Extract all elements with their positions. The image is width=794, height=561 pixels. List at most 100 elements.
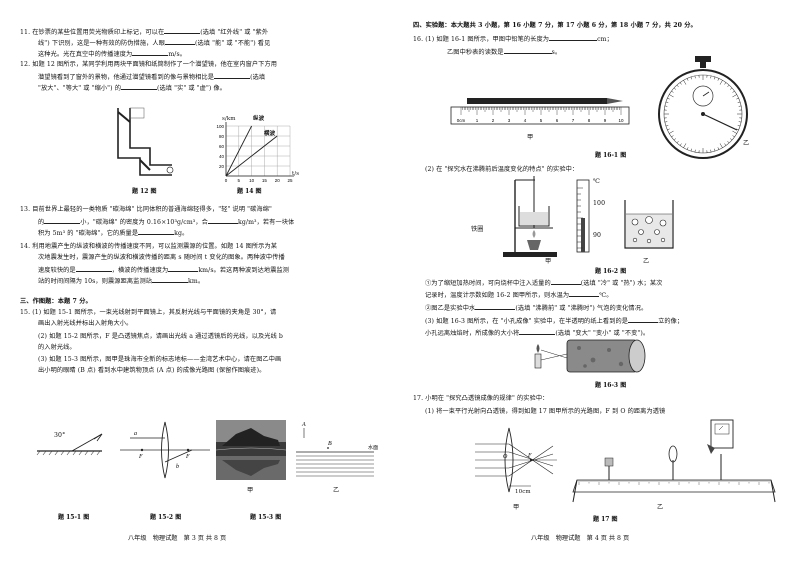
ruler-tick-label: 5 <box>540 118 543 123</box>
q14-line2: 次地震发生时，震源产生的纵波和横波传播的距离 s 随时间 t 变化的图象。两种波… <box>38 254 285 261</box>
q12-line3: "放大"、"等大" 或 "缩小") 的(选填 "实" 或 "虚") 像。 <box>38 85 227 92</box>
svg-text:A: A <box>301 422 306 428</box>
fig15-1-caption: 题 15-1 图 <box>58 514 90 521</box>
page-4-footer: 八年级 物理试题 第 4 页 共 8 页 <box>531 535 630 542</box>
fig14-xtick: 15 <box>262 178 268 183</box>
ruler-tick-label: 4 <box>524 118 527 123</box>
ruler-tick-label: 6 <box>556 118 559 123</box>
fig16-1-a-label: 甲 <box>527 134 534 141</box>
q12-line1: 12. 如题 12 图所示，某同学利用两块平面镜和纸筒制作了一个潜望镜，他在室内… <box>20 61 278 68</box>
svg-text:a: a <box>134 431 137 437</box>
svg-text:F: F <box>185 454 190 460</box>
fig14-caption: 题 14 图 <box>237 188 262 195</box>
q13-line1: 13. 目前世界上最轻的一类物质 "碳海绵" 比同体积的普通海绵轻得多，"轻" … <box>20 206 272 213</box>
fig15-1-mirror <box>36 433 103 456</box>
q15-line1: 15. (1) 如题 15-1 图所示，一束光线射到平面镜上，其反射光线与平面镜… <box>20 309 277 316</box>
fig15-3-a-label: 甲 <box>247 487 254 494</box>
fig14-yaxis-label: s/km <box>222 116 236 122</box>
fig17-caption: 题 17 图 <box>593 516 618 523</box>
fig16-1-caption: 题 16-1 图 <box>595 152 627 159</box>
optical-bench-figure <box>572 419 776 503</box>
fig14-xtick: 0 <box>225 178 228 183</box>
fig14-xaxis-label: t/s <box>292 171 300 177</box>
iron-ring-label: 铁圈 <box>471 226 484 233</box>
q16-line4: 记录时，温度计示数如题 16-2 图甲所示，则水温为℃。 <box>425 292 613 299</box>
fig14-ytick: 40 <box>219 154 225 159</box>
q15-line2: 画出入射光线并标出入射角大小。 <box>38 320 133 327</box>
section-3-title: 三、作图题：本题 7 分。 <box>20 298 92 305</box>
angle-label: 30° <box>54 432 66 439</box>
ruler-tick-label: 1 <box>476 118 479 123</box>
fig16-2-a-label: 甲 <box>545 258 552 265</box>
q16-part2: (2) 在 "探究水在沸腾前后温度变化的特点" 的实验中： <box>425 166 579 173</box>
q15-line4: 的入射光线。 <box>38 344 76 351</box>
svg-text:F: F <box>527 453 532 459</box>
fig16-3-caption: 题 16-3 图 <box>595 382 627 389</box>
fig14-ytick: 20 <box>219 164 225 169</box>
svg-text:O: O <box>503 454 508 460</box>
fig14-xtick: 10 <box>249 178 255 183</box>
q11-line2: 线") 下识别，这是一种有效的防伪措施，人眼(选填 "能" 或 "不能") 看见 <box>38 40 271 47</box>
fig17-a-label: 甲 <box>513 504 520 511</box>
q17-line1: 17. 小明在 "探究凸透镜成像的规律" 的实验中： <box>413 395 549 402</box>
q16-line3: ①为了缩短加热时间，可向烧杯中注入适量的(选填 "冷" 或 "热") 水；某次 <box>425 280 663 287</box>
ruler-pencil-figure: 0cm 1 2 3 4 5 6 7 8 9 10 <box>450 98 630 125</box>
page-3-footer: 八年级 物理试题 第 3 页 共 8 页 <box>128 535 227 542</box>
thermo-100: 100 <box>593 200 606 207</box>
svg-text:b: b <box>176 464 179 470</box>
beaker-bubbles <box>624 200 674 249</box>
ruler-tick-label: 2 <box>492 118 495 123</box>
fig15-3-caption: 题 15-3 图 <box>250 514 282 521</box>
fig14-p-wave-line <box>225 125 253 177</box>
fig14-ytick: 60 <box>219 144 225 149</box>
ruler-tick-label: 8 <box>588 118 591 123</box>
q14-line1: 14. 利用地震产生的纵波和横波的传播速度不同，可以监测震源的位置。如题 14 … <box>20 243 278 250</box>
water-surface-label: 水面 <box>368 445 379 451</box>
q16-line6: (3) 如题 16-3 图所示，在 "小孔成像" 实验中，在半透明的纸上看到的是… <box>425 318 684 325</box>
ruler-tick-label: 7 <box>572 118 575 123</box>
ruler-tick-label: 10 <box>618 118 624 123</box>
fig17-b-label: 乙 <box>657 504 664 511</box>
page-3: 11. 在钞票的某些位置用荧光物质印上标记，可以在(选填 "红外线" 或 "紫外… <box>20 29 379 542</box>
ruler-tick-label: 3 <box>508 118 511 123</box>
fig12-caption: 题 12 图 <box>132 188 157 195</box>
fig15-3-photo <box>215 420 287 480</box>
thermo-90: 90 <box>593 232 602 239</box>
page-4: 四、实验题：本大题共 3 小题，第 16 小题 7 分，第 17 小题 6 分，… <box>397 0 794 561</box>
ruler-tick-label: 9 <box>604 118 607 123</box>
section-4-title: 四、实验题：本大题共 3 小题，第 16 小题 7 分，第 17 小题 6 分，… <box>413 22 697 29</box>
fig15-3-b-label: 乙 <box>333 487 340 494</box>
q11-line1: 11. 在钞票的某些位置用荧光物质印上标记，可以在(选填 "红外线" 或 "紫外 <box>20 29 269 36</box>
q15-line5: (3) 如题 15-3 图所示，图甲是珠海市全新的标志地标——金湾艺术中心，请在… <box>38 356 282 363</box>
thermometer-scale <box>576 179 590 253</box>
periscope-figure <box>117 107 174 176</box>
q12-line2: 潜望镜看到了窗外的景物，他通过潜望镜看到的像与景物相比是(选填 <box>38 74 266 81</box>
fig14-xtick: 25 <box>287 178 293 183</box>
pinhole-figure <box>534 339 646 373</box>
fig14-series-label: 横波 <box>264 131 276 137</box>
fig16-1-b-label: 乙 <box>743 140 750 147</box>
ruler-tick-label: 0cm <box>457 118 466 123</box>
q15-line6: 出小明的眼睛 (B 点) 看到水中建筑物顶点 (A 点) 的成像光路图 (保留作… <box>38 367 266 374</box>
fig15-3-drawing: A B <box>296 422 374 477</box>
fig16-2-caption: 题 16-2 图 <box>595 268 627 275</box>
fig16-2-b-label: 乙 <box>643 258 650 265</box>
fig15-2-lens: a b F F <box>120 421 210 479</box>
svg-text:F: F <box>138 454 143 460</box>
q16-line5: ②图乙是实验中水(选填 "沸腾前" 或 "沸腾时") 气泡的变化情况。 <box>425 305 648 312</box>
fig14-title: 纵波 <box>253 116 265 122</box>
svg-text:B: B <box>328 441 332 447</box>
fig14-ytick: 80 <box>219 134 225 139</box>
fig17-distance-label: 10cm <box>515 489 531 495</box>
fig14-xtick: 5 <box>238 178 241 183</box>
fig14-xtick: 20 <box>275 178 281 183</box>
heating-apparatus <box>503 176 557 257</box>
q17-line2: (1) 将一束平行光射向凸透镜，得到如题 17 图甲所示的光路图，F 到 O 的… <box>425 408 666 415</box>
